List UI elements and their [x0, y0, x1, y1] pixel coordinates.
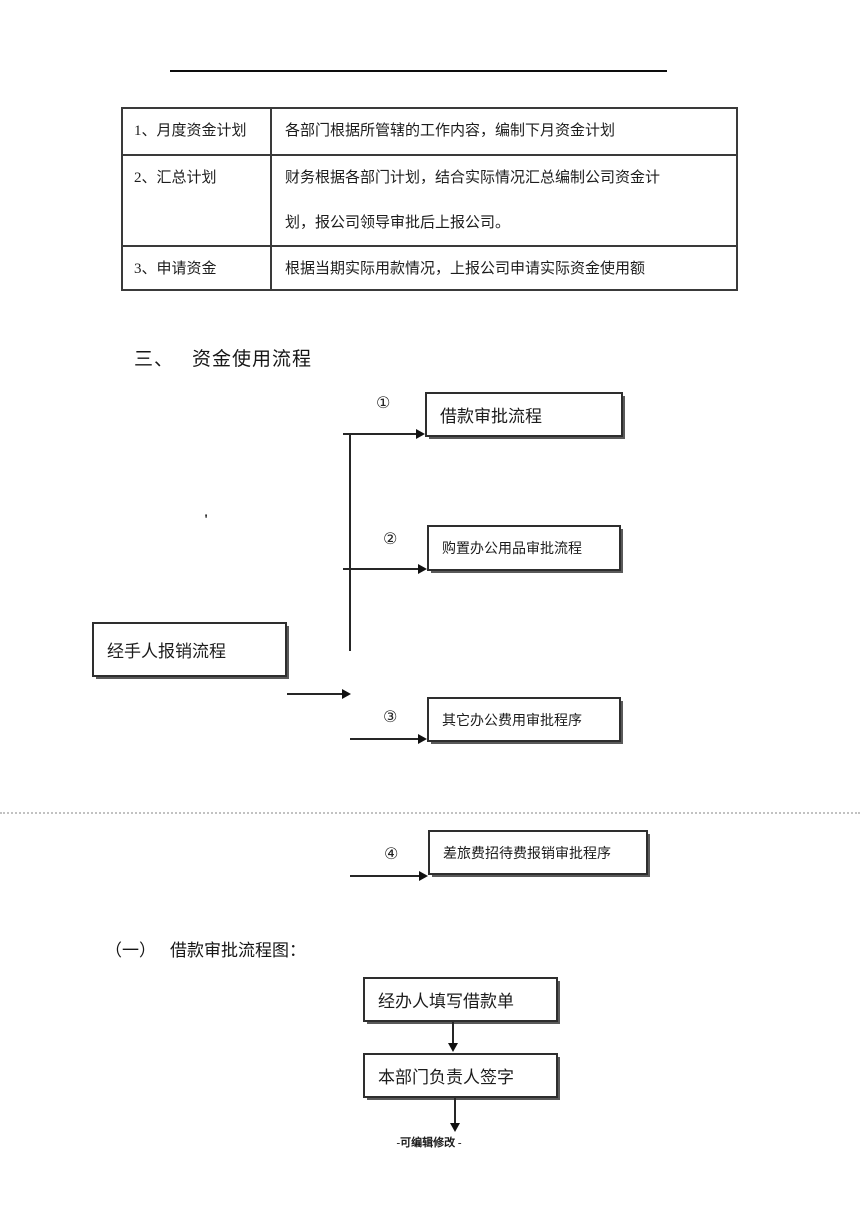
subsection-number: （一）	[105, 941, 156, 960]
desc-line: 各部门根据所管辖的工作内容，编制下月资金计划	[285, 123, 616, 139]
loan-step-dept-head-sign: 本部门负责人签字	[363, 1053, 558, 1098]
flow-box-label: 经办人填写借款单	[378, 992, 514, 1011]
desc-line: 财务根据各部门计划，结合实际情况汇总编制公司资金计	[285, 170, 661, 186]
fund-plan-table: 1、月度资金计划 各部门根据所管辖的工作内容，编制下月资金计划 2、汇总计划 财…	[121, 107, 738, 291]
flow-box-label: 经手人报销流程	[107, 642, 226, 661]
table-cell-desc: 各部门根据所管辖的工作内容，编制下月资金计划	[272, 109, 736, 154]
arrow-to-branch-1	[343, 429, 425, 439]
branch-marker-2: ②	[383, 529, 398, 548]
desc-line: 根据当期实际用款情况，上报公司申请实际资金使用额	[285, 261, 646, 277]
table-row: 1、月度资金计划 各部门根据所管辖的工作内容，编制下月资金计划	[123, 109, 736, 154]
flow-box-label: 其它办公费用审批程序	[442, 713, 582, 729]
section-title: 资金使用流程	[192, 349, 313, 370]
stray-tick-mark: '	[204, 512, 209, 528]
arrow-step-2-down	[450, 1098, 460, 1132]
flow-box-label: 本部门负责人签字	[378, 1068, 514, 1087]
desc-line: 划，报公司领导审批后上报公司。	[285, 215, 511, 231]
branch-marker-1: ①	[376, 393, 391, 412]
flow-box-label: 购置办公用品审批流程	[442, 542, 582, 557]
table-cell-desc: 财务根据各部门计划，结合实际情况汇总编制公司资金计 划，报公司领导审批后上报公司…	[272, 156, 736, 245]
branch-trunk-line	[349, 434, 351, 651]
flow-box-handler-reimbursement: 经手人报销流程	[92, 622, 287, 677]
page-footer-text: -可编辑修改 -	[396, 1137, 462, 1149]
table-cell-label: 1、月度资金计划	[123, 109, 272, 154]
arrow-from-left-box	[287, 689, 351, 699]
arrow-step-1-to-2	[448, 1022, 458, 1052]
branch-marker-3: ③	[383, 707, 398, 726]
table-cell-desc: 根据当期实际用款情况，上报公司申请实际资金使用额	[272, 247, 736, 289]
table-cell-label: 2、汇总计划	[123, 156, 272, 245]
section-number: 三、	[134, 349, 175, 370]
flow-box-label: 借款审批流程	[440, 407, 542, 426]
header-divider-line	[170, 70, 667, 72]
arrow-to-branch-4	[350, 871, 428, 881]
page-break-dotted-line	[0, 812, 860, 814]
arrow-to-branch-3	[350, 734, 427, 744]
section-heading: 三、 资金使用流程	[134, 344, 312, 371]
table-row: 2、汇总计划 财务根据各部门计划，结合实际情况汇总编制公司资金计 划，报公司领导…	[123, 154, 736, 245]
flow-box-travel-entertainment: 差旅费招待费报销审批程序	[428, 830, 648, 875]
table-row: 3、申请资金 根据当期实际用款情况，上报公司申请实际资金使用额	[123, 245, 736, 289]
table-cell-label: 3、申请资金	[123, 247, 272, 289]
flow-box-loan-approval: 借款审批流程	[425, 392, 623, 437]
flow-box-other-office-expense: 其它办公费用审批程序	[427, 697, 621, 742]
subsection-heading: （一） 借款审批流程图：	[105, 936, 306, 961]
arrow-to-branch-2	[343, 564, 427, 574]
branch-marker-4: ④	[384, 844, 399, 863]
loan-step-fill-form: 经办人填写借款单	[363, 977, 558, 1022]
flow-box-label: 差旅费招待费报销审批程序	[443, 846, 611, 862]
flow-box-office-supplies: 购置办公用品审批流程	[427, 525, 621, 571]
subsection-title: 借款审批流程图：	[170, 941, 306, 960]
